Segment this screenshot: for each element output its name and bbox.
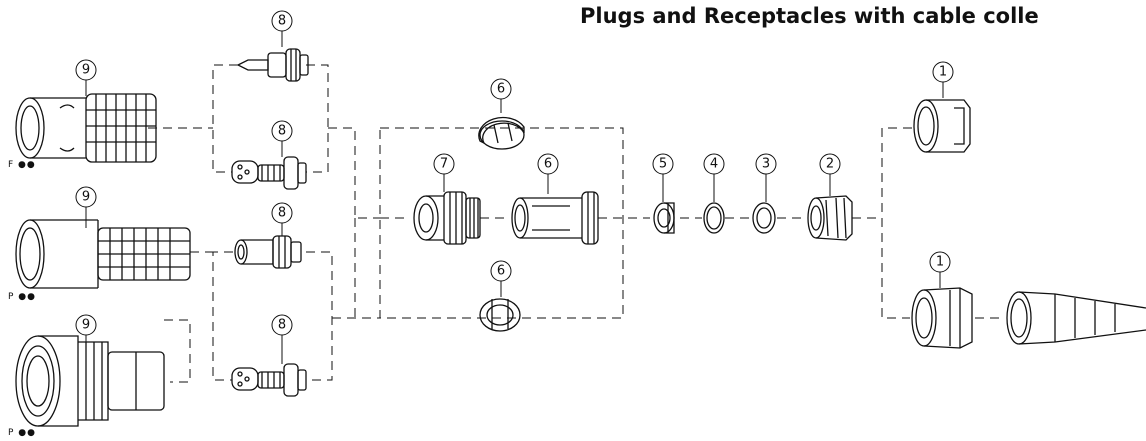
part-9-plug-p [15, 219, 191, 289]
callout-8-d: 8 [278, 318, 286, 333]
callout-3: 3 [762, 157, 770, 172]
callout-5: 5 [659, 157, 667, 172]
cable-boot [1006, 291, 1146, 345]
part-6-split-collet-bottom [479, 298, 521, 332]
diagram-title: Plugs and Receptacles with cable colle [580, 4, 1039, 28]
callout-circles [75, 10, 954, 364]
part-8-socket-contact [234, 235, 302, 269]
part-4-washer [703, 202, 725, 234]
part-8-pin-contact [236, 48, 309, 82]
connector-lines [148, 64, 1005, 383]
callout-7: 7 [440, 157, 448, 172]
part-8-multi-pin-insert-bottom [231, 363, 307, 397]
part-1-end-nut [911, 287, 973, 349]
series-label-f: F ●● [8, 160, 36, 170]
callout-9-b: 9 [82, 190, 90, 205]
callout-6-b: 6 [544, 157, 552, 172]
callout-2: 2 [826, 157, 834, 172]
part-6-collet-sleeve [511, 191, 599, 245]
part-6-split-collet-top [478, 116, 525, 150]
callout-9-c: 9 [82, 318, 90, 333]
part-5-nut [653, 202, 675, 234]
part-2-collet-chuck [807, 195, 853, 241]
callout-6-c: 6 [497, 264, 505, 279]
callout-8-c: 8 [278, 206, 286, 221]
series-label-p: P ●● [8, 292, 37, 302]
callout-1-a: 1 [939, 65, 947, 80]
part-9-receptacle-p [15, 335, 165, 427]
callout-8-a: 8 [278, 14, 286, 29]
callout-4: 4 [710, 157, 718, 172]
part-8-multi-pin-insert-top [231, 156, 307, 190]
callout-9-a: 9 [82, 63, 90, 78]
callout-8-b: 8 [278, 124, 286, 139]
series-label-p-2: P ●● [8, 428, 37, 438]
part-9-plug-f [15, 93, 157, 163]
part-1-end-cap [913, 99, 971, 153]
part-7-threaded-body [413, 191, 481, 245]
callout-6-a: 6 [497, 82, 505, 97]
callout-1-b: 1 [936, 255, 944, 270]
part-3-o-ring [752, 202, 776, 234]
